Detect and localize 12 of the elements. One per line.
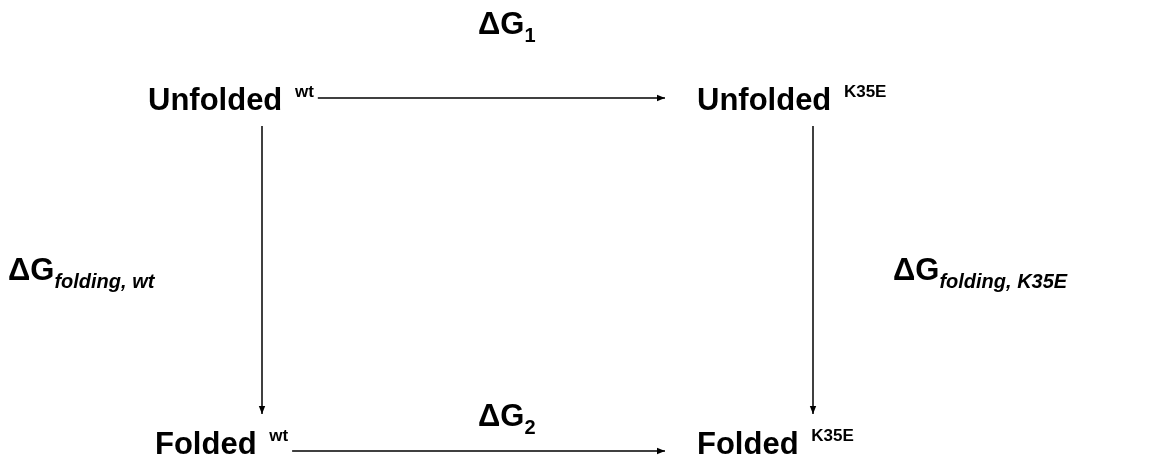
arrow bbox=[291, 447, 666, 455]
edge-label: ΔG$_{2}$ bbox=[478, 398, 536, 440]
arrow bbox=[258, 125, 266, 415]
arrow bbox=[809, 125, 817, 415]
state-label: Folded $^{wt}$ bbox=[155, 418, 289, 462]
state-label: Unfolded $^{K35E}$ bbox=[697, 74, 887, 118]
edge-label: ΔG$_{folding, K35E}$ bbox=[893, 252, 1068, 294]
arrow bbox=[317, 94, 666, 102]
state-label: Unfolded $^{wt}$ bbox=[148, 74, 314, 118]
edge-label: ΔG$_{folding, wt}$ bbox=[8, 252, 155, 294]
state-label: Folded $^{K35E}$ bbox=[697, 418, 854, 462]
edge-label: ΔG$_{1}$ bbox=[478, 6, 536, 48]
